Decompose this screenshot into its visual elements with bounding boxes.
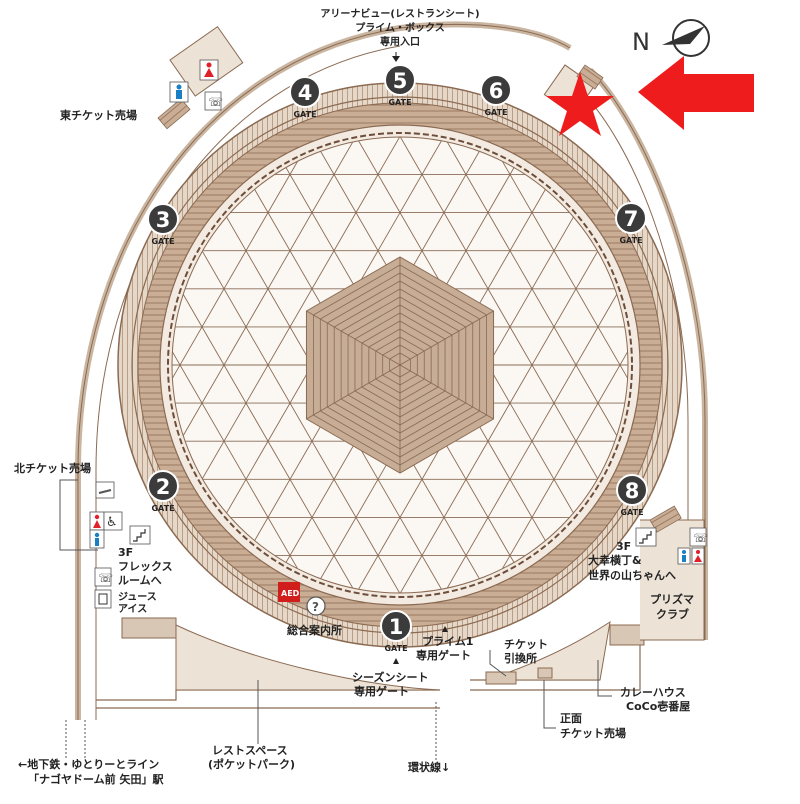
map-labels: アリーナビュー(レストランシート) プライム・ボックス 専用入口 東チケット売場… — [14, 7, 694, 786]
label-ticket-exchange-2: 引換所 — [504, 651, 537, 665]
label-daiko-2: 大幸横丁& — [588, 553, 642, 567]
leader-lines — [59, 52, 612, 760]
highlight-marker — [546, 56, 754, 136]
label-subway-2: 「ナゴヤドーム前 矢田」駅 — [28, 772, 164, 786]
aed-icon — [278, 582, 300, 602]
gate-number: 3 — [156, 208, 171, 232]
smoking-area-icon — [95, 481, 115, 499]
gate-word: GATE — [293, 110, 316, 119]
info-icon — [306, 596, 326, 616]
gate-number: 5 — [393, 69, 408, 93]
label-curry-1: カレーハウス — [620, 686, 686, 699]
svg-text:☏: ☏ — [98, 571, 113, 585]
gate-number: 6 — [489, 79, 504, 103]
gate-circle — [289, 76, 321, 108]
label-prizma-1: プリズマ — [650, 592, 694, 606]
gate-number: 4 — [298, 81, 313, 105]
label-east-ticket: 東チケット売場 — [60, 108, 137, 122]
gate-word: GATE — [151, 237, 174, 246]
label-juice-1: ジュース — [118, 591, 157, 603]
label-flex-1: 3F — [118, 546, 133, 559]
gate-number: 7 — [624, 207, 639, 231]
phone-icon — [204, 91, 222, 111]
phone-icon-east — [689, 527, 707, 547]
star-icon — [546, 72, 614, 136]
label-curry-2: CoCo壱番屋 — [626, 699, 690, 713]
ticket-exchange-booth — [485, 671, 517, 685]
label-subway-1: ←地下鉄・ゆとりーとライン — [18, 757, 159, 771]
label-front-ticket-1: 正面 — [560, 712, 582, 725]
gate-word: GATE — [151, 504, 174, 513]
roof-center-lines — [306, 257, 494, 473]
svg-text:☏: ☏ — [693, 531, 708, 545]
label-juice-2: アイス — [118, 603, 147, 615]
label-prizma-2: クラブ — [656, 607, 689, 621]
compass: N — [632, 19, 710, 57]
gate-number: 2 — [156, 475, 171, 499]
gate-word: GATE — [619, 236, 642, 245]
label-front-ticket-2: チケット売場 — [560, 726, 626, 740]
gate-circle — [380, 610, 412, 642]
label-season-2: 専用ゲート — [354, 684, 409, 698]
label-info: 総合案内所 — [287, 623, 342, 637]
label-flex-3: ルームへ — [118, 574, 162, 587]
facility-icons: ☏ ♿ ☏ ☏ AED ? — [89, 59, 708, 616]
phone-icon-north — [94, 567, 112, 587]
gate-word: GATE — [388, 98, 411, 107]
label-rest-space-2: (ポケットパーク) — [208, 757, 295, 771]
vending-machine-icon — [94, 589, 112, 609]
label-prime1-2: 専用ゲート — [416, 648, 471, 662]
label-season-1: シーズンシート — [352, 670, 428, 684]
compass-letter: N — [632, 28, 650, 56]
gate-circle — [615, 202, 647, 234]
label-arena-view-2: プライム・ボックス — [355, 21, 445, 34]
label-loop-line: 環状線↓ — [408, 760, 450, 774]
gate-word: GATE — [620, 508, 643, 517]
gate-word: GATE — [384, 644, 407, 653]
label-arena-view-3: 専用入口 — [380, 35, 420, 48]
gate-number: 1 — [389, 615, 404, 639]
gate-circle — [616, 474, 648, 506]
gate-circle — [147, 203, 179, 235]
arrow-left-icon — [638, 56, 754, 130]
label-daiko-1: 3F — [616, 540, 631, 553]
label-daiko-3: 世界の山ちゃんへ — [588, 568, 676, 582]
gate-circle — [480, 74, 512, 106]
svg-text:♿: ♿ — [106, 515, 118, 530]
svg-text:☏: ☏ — [208, 95, 223, 109]
label-flex-2: フレックス — [118, 560, 173, 573]
label-rest-space-1: レストスペース — [212, 744, 288, 757]
aed-label: AED — [281, 589, 300, 598]
svg-text:?: ? — [312, 600, 319, 614]
gate-circle — [384, 64, 416, 96]
label-prime1-1: プライム1 — [422, 634, 473, 648]
label-north-ticket: 北チケット売場 — [14, 461, 91, 475]
label-arena-view-1: アリーナビュー(レストランシート) — [320, 7, 479, 20]
gate-number: 8 — [625, 479, 640, 503]
accessible-toilet-icon — [103, 511, 123, 531]
gate-circle — [147, 470, 179, 502]
gate-word: GATE — [484, 108, 507, 117]
label-ticket-exchange-1: チケット — [504, 638, 548, 651]
